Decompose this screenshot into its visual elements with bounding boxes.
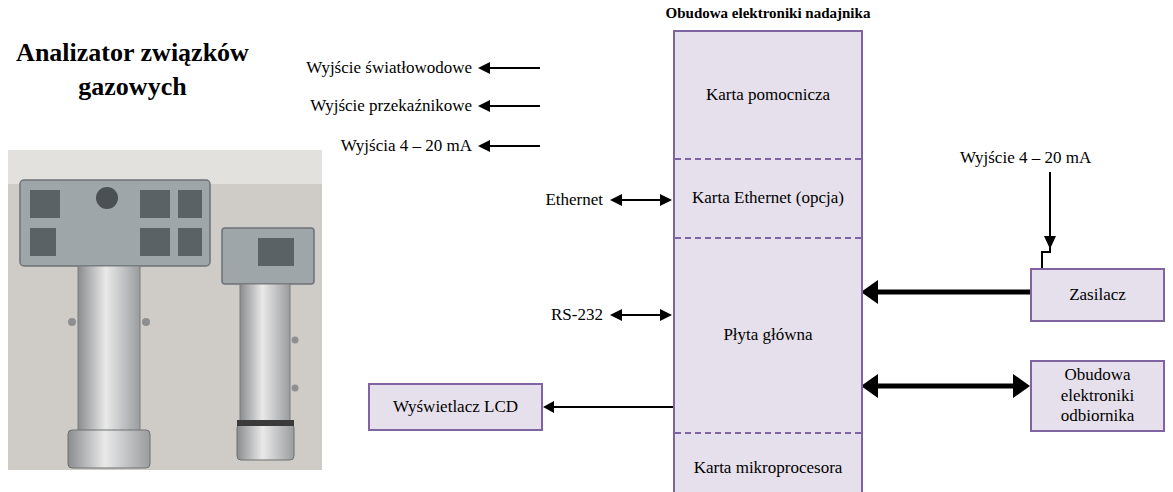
receiver-housing [222, 228, 314, 284]
connector [258, 238, 294, 266]
output-arrow [488, 145, 540, 147]
arrow-head [660, 194, 672, 206]
arrow-head [861, 280, 878, 304]
rs232-arrow [620, 314, 662, 316]
connector-line [553, 406, 675, 408]
node-text: Płyta główna [723, 325, 812, 345]
connector-arrow [861, 280, 1030, 304]
node-text: Wyświetlacz LCD [393, 397, 518, 417]
output-leader [1042, 172, 1050, 268]
analyzer-photo [8, 150, 322, 470]
screw [68, 318, 76, 326]
connector-arrow [861, 374, 1030, 398]
steel-cap [237, 424, 294, 460]
photo-wall [8, 150, 322, 184]
arrow-head [660, 309, 672, 321]
arrow-head [610, 194, 622, 206]
ethernet-arrow [620, 199, 662, 201]
connector [140, 228, 170, 256]
connector [178, 190, 202, 218]
steel-tube [240, 284, 290, 426]
signal-label: Wyjścia 4 – 20 mA [341, 136, 472, 156]
arrow-head [478, 140, 490, 152]
display-box: Wyświetlacz LCD [368, 383, 543, 431]
signal-label: RS-232 [551, 305, 603, 325]
signal-label: Wyjście światłowodowe [306, 58, 472, 78]
arrow-head [861, 374, 878, 398]
photo-ground [8, 150, 322, 470]
arrow-head [543, 401, 554, 413]
arrow-head [478, 62, 490, 74]
signal-label: Wyjście przekaźnikowe [310, 96, 472, 116]
screw [142, 318, 150, 326]
arrow-head [1013, 374, 1030, 398]
transmitter-housing-box: Obudowa elektroniki nadajnikaKarta pomoc… [673, 30, 863, 492]
connector [178, 228, 202, 256]
card-band: Karta pomocnicza [675, 32, 861, 158]
connector-arrow [543, 401, 675, 413]
node-text: Karta pomocnicza [706, 85, 830, 105]
diagram-title: Analizator związków gazowych [0, 36, 265, 104]
signal-label: Ethernet [545, 190, 603, 210]
output-arrow [488, 67, 540, 69]
mainboard-band: Płyta główna [675, 237, 861, 432]
card-band: Karta mikroprocesora [675, 432, 861, 492]
signal-label: Wyjście 4 – 20 mA [960, 148, 1091, 168]
arrow-head [1044, 236, 1056, 249]
receiver-box: Obudowa elektroniki odbiornika [1030, 360, 1165, 432]
node-text: Karta Ethernet (opcja) [692, 188, 844, 208]
card-band: Karta Ethernet (opcja) [675, 158, 861, 237]
connector [30, 190, 60, 218]
output-arrow [488, 105, 540, 107]
power-supply-box: Zasilacz [1030, 268, 1165, 322]
node-text: Zasilacz [1069, 285, 1126, 305]
housing-heading: Obudowa elektroniki nadajnika [615, 5, 921, 22]
arrow-head [478, 100, 490, 112]
node-text: Obudowa elektroniki odbiornika [1044, 365, 1151, 426]
connector-line [877, 384, 1014, 389]
screw [292, 385, 299, 392]
steel-tube [78, 266, 140, 432]
connector-line [877, 290, 1030, 295]
screw [292, 337, 299, 344]
steel-cap [68, 430, 150, 468]
connector [30, 228, 56, 256]
transmitter-housing [20, 180, 210, 266]
connector [96, 187, 118, 209]
dark-ring [237, 420, 294, 426]
arrow-head [610, 309, 622, 321]
node-text: Karta mikroprocesora [694, 458, 843, 478]
connector [140, 190, 170, 218]
